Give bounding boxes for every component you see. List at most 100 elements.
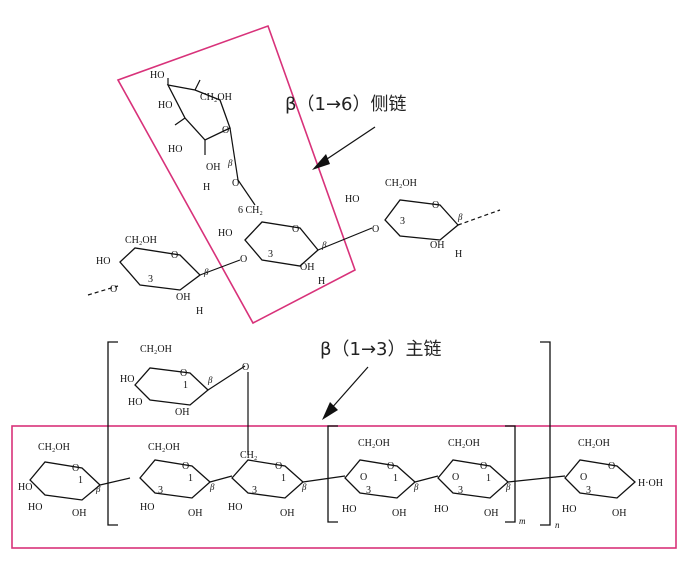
label-ho: HO [345,194,359,205]
label-1: 1 [183,380,188,391]
label-oh: OH [176,292,190,303]
label-3: 3 [366,485,371,496]
label-1: 1 [78,475,83,486]
label-ch2oh: CH₂OH [448,438,480,449]
label-beta: β [203,267,209,277]
label-ch2oh: CH₂OH [38,442,70,453]
label-ho: HO [28,502,42,513]
top-glucose-ring-left: O CH₂OH HO O 3 OH β H O [87,235,247,317]
main-chain-highlight-box [11,425,677,549]
label-beta: β [321,240,327,250]
label-1: 1 [486,473,491,484]
label-o: O [372,224,379,235]
side-chain-highlight-box [116,24,356,325]
label-ho: HO [96,256,110,267]
label-6-ch2: 6 CH₂ [238,205,263,216]
label-ch2oh: CH₂OH [358,438,390,449]
label-o: O [275,461,282,472]
main-chain-ring-1: CH₂OH O HO 1 β HO OH [18,442,131,519]
label-o: O [232,178,239,189]
label-h-oh: H·OH [638,478,663,489]
label-o: O [608,461,615,472]
label-beta: β [209,482,215,492]
label-3: 3 [586,485,591,496]
main-chain-ring-4: CH₂OH O O 3 1 β HO OH [342,438,439,519]
main-chain-caption: β（1→3）主链 [320,339,441,360]
label-3: 3 [148,274,153,285]
label-h: H [318,276,325,287]
label-ho: HO [562,504,576,515]
top-glucose-ring-right: CH₂OH HO O 3 OH β H [345,178,501,260]
label-ch2oh: CH₂OH [578,438,610,449]
label-1: 1 [188,473,193,484]
main-chain-ring-terminal: CH₂OH O O 3 H·OH HO OH [562,438,663,519]
label-3: 3 [400,216,405,227]
label-beta: β [457,212,463,222]
label-o: O [182,461,189,472]
label-oh: OH [72,508,86,519]
label-oh: OH [206,162,220,173]
label-ho: HO [342,504,356,515]
label-m: m [519,516,526,526]
label-h: H [455,249,462,260]
label-beta: β [95,484,101,494]
label-3: 3 [158,485,163,496]
repeat-bracket-n: n [107,341,560,530]
label-ch2: CH₂ [240,450,257,461]
label-h: H [196,306,203,317]
label-n: n [555,520,560,530]
label-oh: OH [188,508,202,519]
label-ch2oh: CH₂OH [148,442,180,453]
label-o: O [432,200,439,211]
label-o: O [387,461,394,472]
label-beta: β [413,482,419,492]
label-oh: OH [300,262,314,273]
label-ho: HO [140,502,154,513]
label-ch2oh: CH₂OH [125,235,157,246]
label-ho: HO [168,144,182,155]
label-beta: β [227,158,233,168]
main-chain-ring-2: CH₂OH O 3 1 β HO OH [139,442,233,519]
label-ch2oh: CH₂OH [385,178,417,189]
label-o: O [292,224,299,235]
label-ho: HO [120,374,134,385]
main-chain-arrow [322,366,369,420]
label-ho: HO [158,100,172,111]
label-o: O [480,461,487,472]
label-o: O [171,250,178,261]
label-o: O [360,472,367,483]
label-3: 3 [268,249,273,260]
label-3: 3 [252,485,257,496]
label-oh: OH [175,407,189,418]
label-o: O [72,463,79,474]
label-ho: HO [128,397,142,408]
label-o: O [580,472,587,483]
label-ch2oh: CH₂OH [200,92,232,103]
label-o: O [242,362,249,373]
label-o: O [180,368,187,379]
label-1: 1 [393,473,398,484]
label-3: 3 [458,485,463,496]
label-ho: HO [218,228,232,239]
label-beta: β [207,375,213,385]
branch-glucose-ring: CH₂OH O HO 1 β HO OH O [120,344,249,455]
side-chain-caption: β（1→6）侧链 [285,94,406,115]
top-glucose-ring-middle: 6 CH₂ HO O 3 OH β H O [218,205,379,287]
label-oh: OH [612,508,626,519]
side-chain-arrow [312,126,376,170]
label-h: H [203,182,210,193]
label-o: O [110,284,117,295]
label-oh: OH [392,508,406,519]
label-ch2oh: CH₂OH [140,344,172,355]
label-oh: OH [430,240,444,251]
label-beta: β [301,482,307,492]
label-o: O [240,254,247,265]
label-ho: HO [18,482,32,493]
label-ho: HO [434,504,448,515]
label-ho: HO [150,70,164,81]
side-chain-glucose-ring: HO CH₂OH HO O HO OH β H O [150,70,256,206]
label-o: O [452,472,459,483]
main-chain-ring-5: CH₂OH O O 3 1 β HO OH [434,438,566,519]
